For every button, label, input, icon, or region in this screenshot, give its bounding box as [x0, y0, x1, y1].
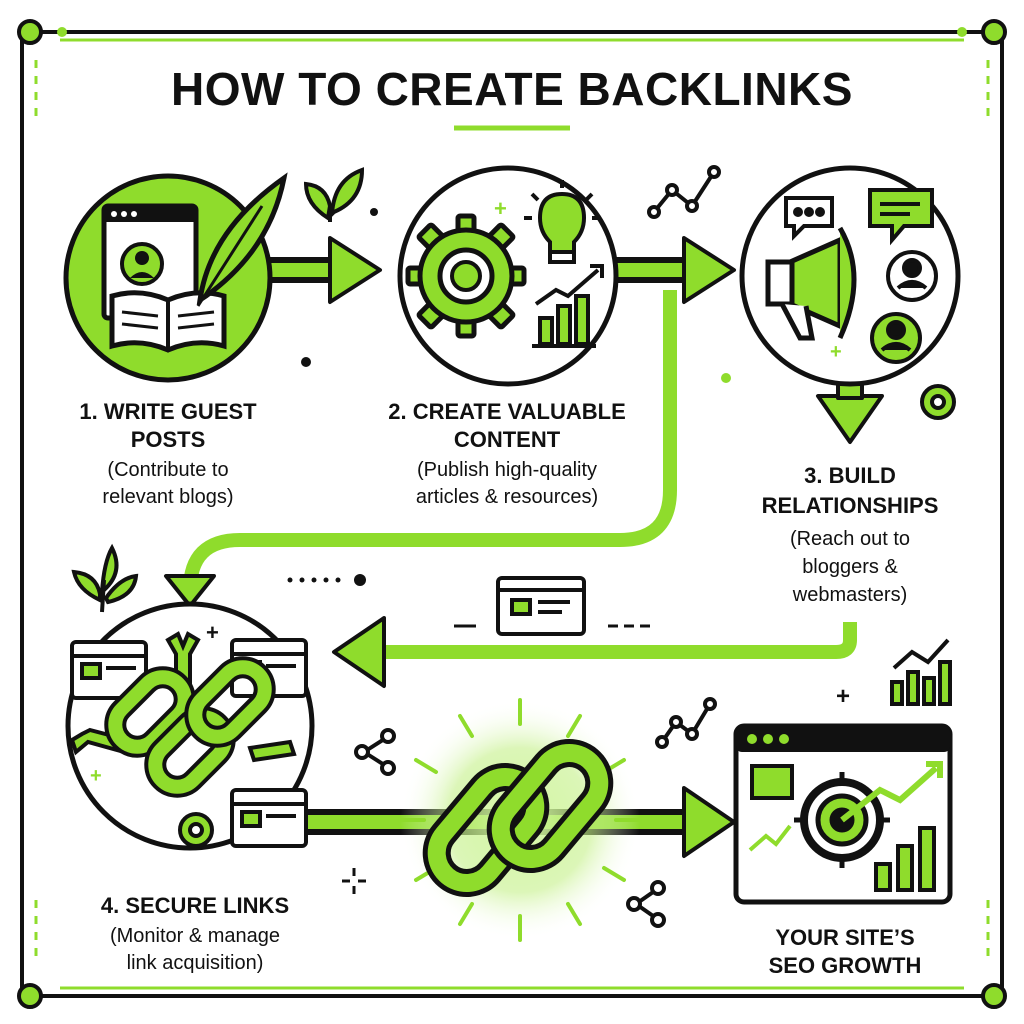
leaf-icon: [71, 543, 139, 613]
arrow-right-icon: [682, 786, 736, 858]
trend-line-icon: [647, 165, 721, 219]
step-1-desc: (Contribute to: [107, 459, 229, 481]
arrow-down-icon: [164, 574, 216, 608]
content-gear-icon: [397, 165, 619, 387]
step-3-desc-cont: bloggers &: [802, 556, 898, 578]
corner-dot-icon: [17, 19, 43, 45]
svg-text:+: +: [836, 683, 850, 710]
user-avatar-icon: [870, 312, 922, 364]
step-3-title-cont: RELATIONSHIPS: [761, 493, 939, 518]
glowing-link-icon: [398, 698, 642, 942]
browser-window-icon: [496, 576, 586, 636]
chain-links: [104, 656, 276, 798]
bar-chart-icon: [890, 638, 952, 706]
svg-text:+: +: [206, 620, 219, 645]
step-1-title: 1. WRITE GUEST: [79, 399, 257, 424]
result-title: YOUR SITE’S: [775, 925, 915, 950]
bar-chart-icon: [532, 264, 604, 348]
arrow-right-icon: [682, 236, 736, 304]
svg-text:+: +: [494, 196, 507, 221]
svg-text:+: +: [90, 765, 102, 787]
sparkle-icon: [342, 868, 366, 894]
corner-dot-icon: [981, 19, 1007, 45]
step-2-title: 2. CREATE VALUABLE: [388, 399, 626, 424]
guest-post-icon: [63, 172, 288, 383]
leaf-icon: [303, 167, 365, 222]
step-2-desc: (Publish high-quality: [416, 459, 598, 481]
gear-icon: [178, 812, 214, 848]
arrow-down-icon: [816, 394, 884, 444]
step-3-title: 3. BUILD: [804, 463, 896, 488]
step-1-title-cont: POSTS: [130, 427, 206, 452]
step-3-desc-cont2: webmasters): [792, 584, 908, 606]
lightbulb-icon: [524, 180, 600, 264]
page-title: HOW TO CREATE BACKLINKS: [171, 63, 853, 115]
frame: [17, 19, 1007, 1009]
share-icon: [626, 880, 666, 928]
result-title-cont: SEO GROWTH: [768, 953, 922, 978]
seo-growth-icon: [733, 723, 953, 905]
step-2-title-cont: CONTENT: [453, 427, 561, 452]
chain-link-icon: [65, 601, 315, 851]
share-icon: [354, 728, 396, 776]
step-4-desc-cont: link acquisition): [126, 952, 264, 974]
gear-icon: [920, 384, 956, 420]
step-4-desc: (Monitor & manage: [109, 925, 281, 947]
megaphone-icon: [739, 165, 961, 387]
step-2-desc-cont: articles & resources): [415, 486, 599, 508]
arrowheads: [164, 236, 884, 858]
arrow-right-icon: [328, 236, 382, 304]
step-4-title: 4. SECURE LINKS: [100, 893, 290, 918]
dotted-line: [287, 574, 366, 586]
trend-line-icon: [655, 697, 717, 749]
arrow-left-icon: [332, 616, 386, 688]
step-3-desc: (Reach out to: [789, 528, 911, 550]
corner-dot-icon: [17, 983, 43, 1009]
step-1-desc-cont: relevant blogs): [102, 486, 234, 508]
user-avatar-icon: [886, 250, 938, 302]
corner-dot-icon: [981, 983, 1007, 1009]
svg-text:+: +: [830, 341, 842, 363]
